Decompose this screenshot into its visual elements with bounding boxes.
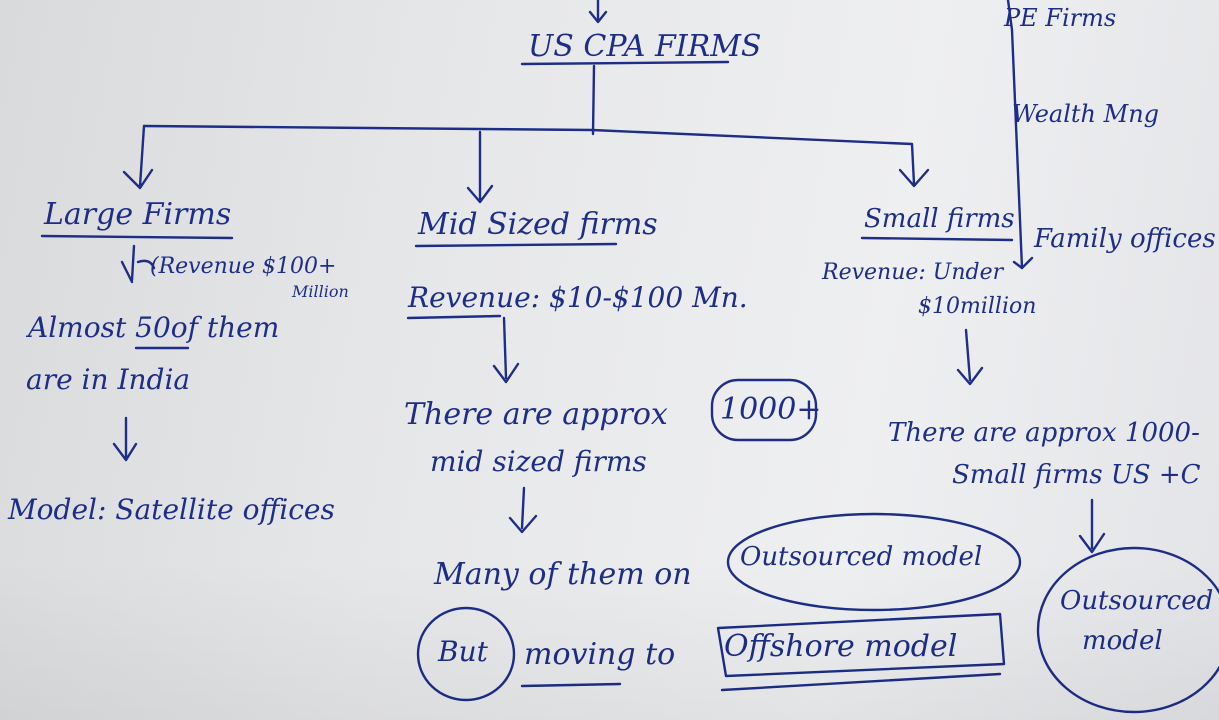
mid-model-target: Offshore model	[724, 629, 958, 664]
mid-count-badge: 1000+	[720, 392, 822, 427]
mid-model-arrow	[508, 486, 538, 534]
side-list-item-family-offices: Family offices	[1034, 224, 1216, 254]
large-underline	[40, 234, 234, 240]
large-model-arrow	[112, 416, 138, 462]
small-arrow	[898, 142, 930, 188]
mid-underline	[414, 242, 618, 248]
mid-count-arrow	[492, 316, 520, 384]
mid-revenue-underline	[406, 314, 502, 320]
small-count-line2: Small firms US +C	[952, 460, 1201, 490]
large-note-almost: Almost	[28, 311, 127, 344]
side-list-item-pe-firms: PE Firms	[1004, 4, 1117, 32]
incoming-arrow	[588, 0, 608, 24]
small-revenue-line1: Revenue: Under	[822, 260, 1004, 285]
small-count-arrow	[956, 328, 984, 386]
small-model-arrow	[1078, 498, 1106, 554]
root-title: US CPA FIRMS	[528, 29, 762, 64]
large-revenue-line2: Million	[292, 282, 349, 301]
large-note-line1: Almost 50of them	[28, 314, 279, 342]
mid-revenue: Revenue: $10-$100 Mn.	[408, 284, 748, 312]
small-underline	[860, 236, 1014, 242]
side-list-arrow	[1012, 256, 1034, 270]
large-note-fifty: 50	[135, 311, 171, 344]
offshore-underline	[720, 672, 1002, 692]
large-revenue-line1: (Revenue $100+	[150, 254, 337, 279]
mid-model-prefix: Many of them on	[434, 557, 692, 592]
mid-revenue-label: Revenue	[408, 281, 531, 314]
mid-firms-heading: Mid Sized firms	[418, 207, 658, 242]
small-firms-heading: Small firms	[864, 204, 1015, 234]
large-note-line2: are in India	[26, 363, 191, 396]
large-model: Model: Satellite offices	[8, 493, 335, 526]
branch-line	[142, 124, 914, 146]
mid-count-line2: mid sized firms	[430, 445, 647, 478]
large-arrow	[122, 124, 154, 190]
small-revenue-line2: $10million	[918, 294, 1037, 319]
but-label: But	[438, 635, 488, 668]
mid-count-line1: There are approx	[404, 397, 668, 432]
small-model-line1: Outsourced	[1060, 586, 1214, 616]
small-count-line1: There are approx 1000-	[888, 418, 1200, 448]
side-list-item-wealth-mng: Wealth Mng	[1012, 100, 1160, 128]
small-model-line2: model	[1082, 626, 1163, 656]
mid-arrow	[466, 130, 494, 204]
large-note-them: of them	[170, 311, 280, 344]
mid-model-current: Outsourced model	[740, 542, 983, 572]
large-firms-heading: Large Firms	[44, 197, 232, 232]
large-revenue-arrow	[120, 244, 136, 284]
mid-revenue-value: : $10-$100 Mn.	[530, 281, 748, 314]
moving-to-label: moving to	[524, 637, 676, 672]
root-stem	[591, 64, 596, 136]
moving-underline	[520, 682, 622, 688]
